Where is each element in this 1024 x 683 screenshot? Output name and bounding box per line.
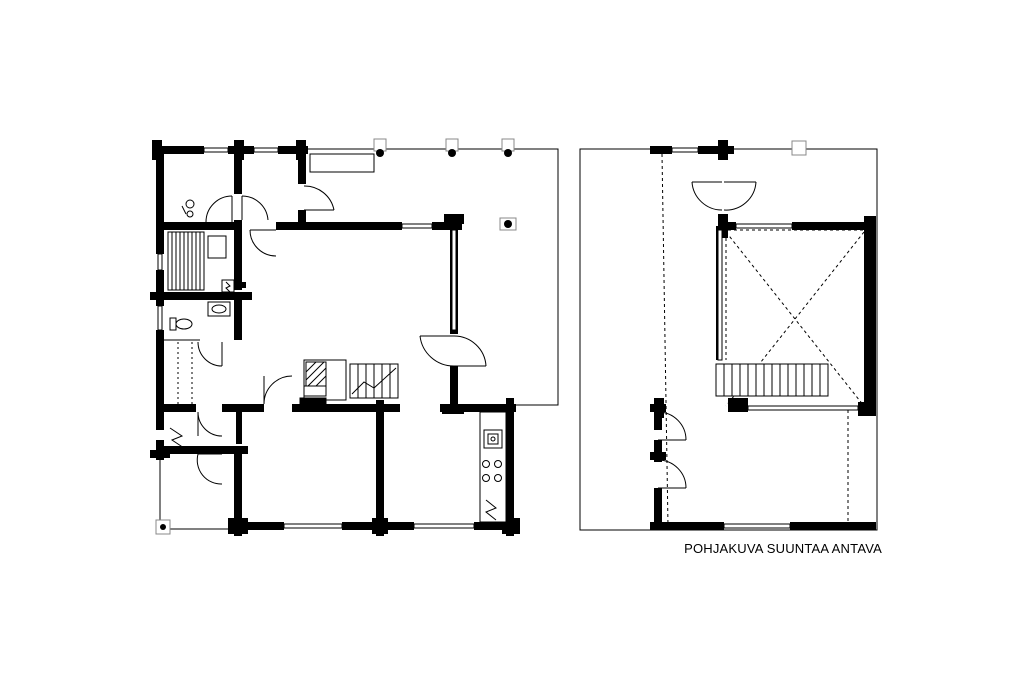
terrace-outline xyxy=(159,148,559,530)
stairs xyxy=(715,363,829,397)
terrace-bench xyxy=(309,153,375,173)
toilet-icon xyxy=(169,317,193,331)
post-marker xyxy=(373,138,387,157)
sauna-bench xyxy=(167,231,227,291)
shower-icon xyxy=(181,199,195,218)
roof-slope-lines xyxy=(661,153,868,527)
exterior-walls xyxy=(150,140,520,536)
stairs xyxy=(349,363,399,399)
electric-panel-icon xyxy=(221,279,235,293)
loft-walls xyxy=(650,140,876,530)
electric-panel-icon xyxy=(169,427,497,521)
washbasin-icon xyxy=(207,301,231,317)
ground-floor-plan xyxy=(150,138,559,536)
loft-windows xyxy=(671,147,859,529)
post-marker xyxy=(499,217,517,231)
stove-icon xyxy=(482,460,502,482)
open-void xyxy=(725,231,865,407)
windows xyxy=(157,147,475,529)
post-marker xyxy=(501,138,515,157)
loft-floor-plan xyxy=(579,140,878,531)
loft-outline xyxy=(579,148,878,531)
post-marker xyxy=(155,519,171,535)
door-swing xyxy=(657,181,757,489)
post-marker xyxy=(445,138,459,157)
plan-caption: POHJAKUVA SUUNTAA ANTAVA xyxy=(684,541,882,556)
door-swing xyxy=(196,185,487,485)
terrace-posts xyxy=(155,138,517,535)
post-marker xyxy=(791,140,807,156)
sink-icon xyxy=(490,436,496,442)
dashed-lines xyxy=(177,342,193,404)
fireplace-icon xyxy=(299,359,347,411)
